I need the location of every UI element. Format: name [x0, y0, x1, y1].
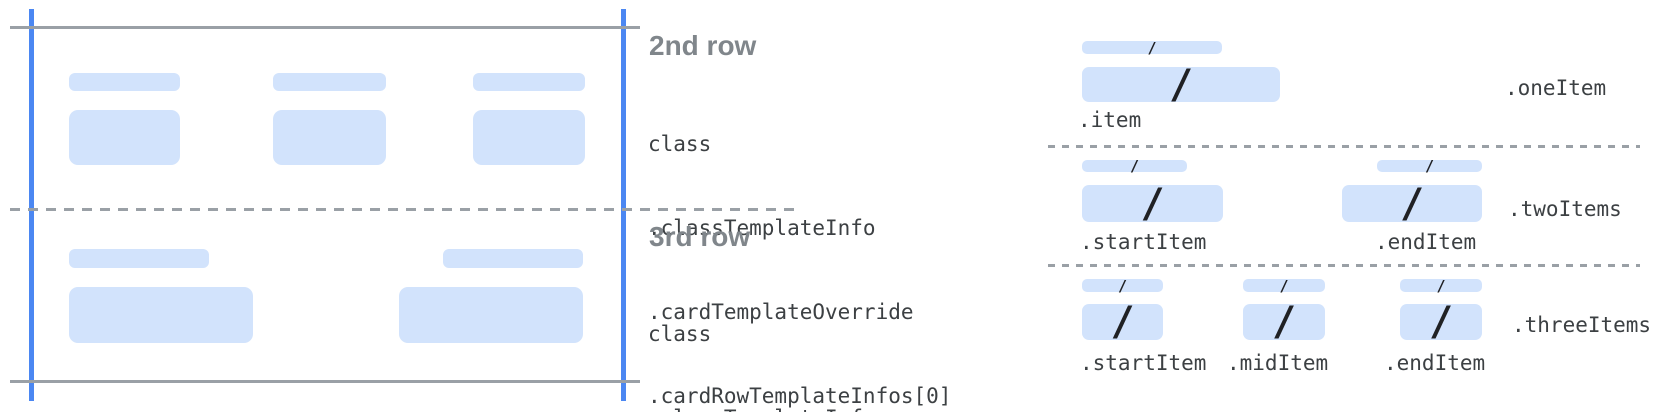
code-line: class	[648, 132, 712, 156]
slash-glyph: /	[1424, 157, 1435, 175]
code-line: .cardRowTemplateInfos[0]	[648, 384, 952, 408]
section-divider	[1048, 145, 1640, 148]
item-label-bar: /	[1400, 276, 1482, 295]
placeholder-label-bar	[273, 73, 386, 91]
crop-line-right	[621, 9, 626, 401]
placeholder-value-bar	[473, 110, 585, 165]
slash-glyph: /	[1428, 299, 1454, 345]
item-value-bar: /	[1400, 299, 1482, 345]
slash-glyph: /	[1399, 180, 1425, 227]
layout-name-label: .oneItem	[1505, 76, 1607, 100]
item-label-bar: /	[1082, 38, 1222, 57]
code-line: .classTemplateInfo	[648, 216, 876, 240]
item-label-bar: /	[1243, 276, 1325, 295]
item-label-bar: /	[1082, 276, 1163, 295]
placeholder-label-bar	[443, 249, 583, 268]
code-line: .classTemplateInfo	[648, 404, 951, 412]
placeholder-value-bar	[399, 287, 583, 343]
slash-glyph: /	[1129, 157, 1140, 175]
item-name-label: .endItem	[1375, 230, 1477, 254]
item-value-bar: /	[1082, 180, 1223, 227]
slash-glyph: /	[1436, 276, 1446, 295]
item-name-label: .midItem	[1227, 351, 1329, 375]
slash-glyph: /	[1117, 276, 1128, 295]
item-label-bar: /	[1082, 157, 1187, 175]
item-label-bar: /	[1377, 157, 1482, 175]
code-path-block: class .classTemplateInfo .cardTemplateOv…	[648, 74, 951, 412]
item-value-bar: /	[1243, 299, 1325, 345]
item-name-label: .item	[1078, 108, 1142, 132]
slash-glyph: /	[1147, 38, 1157, 57]
layout-name-label: .twoItems	[1508, 197, 1622, 221]
code-line: .cardTemplateOverride	[648, 300, 914, 324]
item-name-label: .startItem	[1080, 351, 1207, 375]
code-line: class	[648, 322, 712, 346]
card-row-divider	[10, 208, 798, 211]
item-name-label: .startItem	[1080, 230, 1207, 254]
crop-line-left	[29, 9, 34, 401]
placeholder-value-bar	[69, 287, 253, 343]
item-value-bar: /	[1342, 180, 1482, 227]
placeholder-value-bar	[69, 110, 180, 165]
slash-glyph: /	[1279, 276, 1289, 295]
placeholder-label-bar	[69, 73, 180, 91]
placeholder-label-bar	[473, 73, 585, 91]
layout-name-label: .threeItems	[1512, 313, 1652, 337]
slash-glyph: /	[1110, 299, 1135, 345]
row-heading: 2nd row	[649, 30, 757, 61]
code-path-block: class .classTemplateInfo .cardTemplateOv…	[648, 264, 951, 412]
slash-glyph: /	[1168, 61, 1194, 108]
item-value-bar: /	[1082, 61, 1280, 108]
placeholder-value-bar	[273, 110, 386, 165]
section-divider	[1048, 264, 1640, 267]
placeholder-label-bar	[69, 249, 209, 268]
row-heading: 3rd row	[649, 221, 751, 252]
item-name-label: .endItem	[1384, 351, 1486, 375]
card-top-line	[10, 26, 640, 29]
item-value-bar: /	[1082, 299, 1163, 345]
slash-glyph: /	[1271, 299, 1297, 345]
card-bottom-line	[10, 380, 640, 383]
slash-glyph: /	[1140, 180, 1165, 227]
